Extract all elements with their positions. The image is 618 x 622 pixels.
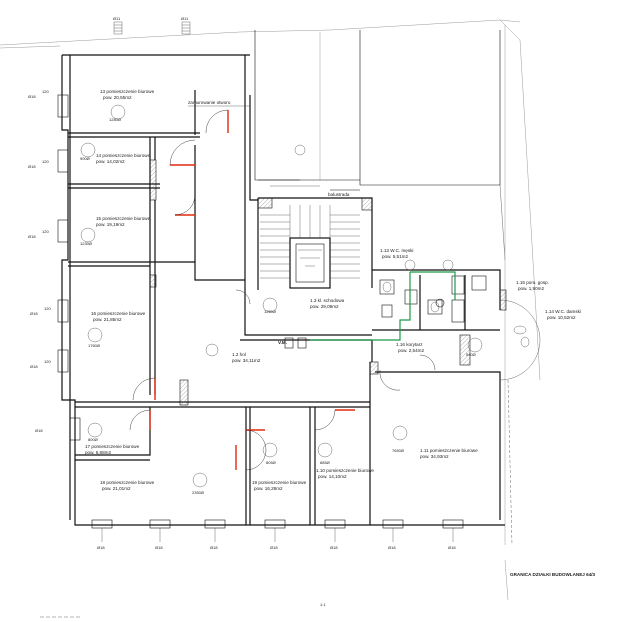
- window-tag: Ø18: [330, 545, 338, 550]
- window-tag: Ø18: [210, 545, 218, 550]
- room-17-label: 17 pomieszczenie biurowe: [85, 444, 140, 449]
- window-tag: Ø18: [97, 545, 105, 550]
- room-114-area: pow. 10,52m2: [547, 315, 576, 320]
- room-13k-area: pow. 29,09m2: [310, 304, 339, 309]
- svg-text:805Ø: 805Ø: [266, 460, 276, 465]
- sanitary-fixtures: [284, 275, 541, 381]
- sill-tag: 120: [42, 229, 49, 234]
- svg-text:900Ø: 900Ø: [80, 156, 90, 161]
- room-115-area: pow. 1,90m2: [518, 286, 544, 291]
- svg-text:7650Ø: 7650Ø: [392, 448, 404, 453]
- doors: [129, 109, 436, 471]
- room-110-area: pow. 14,10m2: [318, 474, 347, 479]
- note-scale: 1:1: [320, 602, 326, 607]
- room-116-label: 1.16 korytarz: [396, 342, 423, 347]
- room-111-area: pow. 34,93m2: [420, 454, 449, 459]
- room-19-label: 19 pomieszczenie biurowe: [252, 480, 307, 485]
- room-116-area: pow. 2,54m2: [398, 348, 424, 353]
- sill-tag: 120: [44, 306, 51, 311]
- room-15-label: 15 pomieszczenie biurowe: [96, 216, 151, 221]
- svg-text:1760Ø: 1760Ø: [88, 343, 100, 348]
- window-tag: Ø18: [30, 364, 38, 369]
- svg-text:1230Ø: 1230Ø: [80, 241, 92, 246]
- window-tag: Ø18: [28, 94, 36, 99]
- room-15-area: pow. 19,19m2: [96, 222, 125, 227]
- note-plot-boundary: GRANICA DZIAŁKI BUDOWLANEJ 64/3: [510, 572, 596, 577]
- svg-text:1280Ø: 1280Ø: [109, 117, 121, 122]
- sill-tag: 120: [42, 89, 49, 94]
- window-tag: Ø18: [155, 545, 163, 550]
- room-18-label: 18 pomieszczenie biurowe: [100, 480, 155, 485]
- room-13k-label: 1.3 kl. schodowa: [310, 298, 345, 303]
- svg-text:885Ø: 885Ø: [320, 460, 330, 465]
- room-14-area: pow. 14,02m2: [96, 159, 125, 164]
- svg-text:2350Ø: 2350Ø: [192, 490, 204, 495]
- room-16-area: pow. 21,85m2: [93, 317, 122, 322]
- room-14-label: 14 pomieszczenie biurowe: [96, 153, 151, 158]
- room-114-label: 1.14 W.C. damski: [545, 309, 581, 314]
- pipe-run: [310, 271, 456, 341]
- chimney-tag-1: Ø11: [113, 16, 121, 21]
- room-17-area: pow. 6,88m2: [85, 450, 111, 455]
- room-13-area: pow. 20,55m2: [103, 95, 132, 100]
- circle-tags: 1280Ø 900Ø 1230Ø 1760Ø 800Ø 2350Ø 805Ø 1…: [80, 104, 483, 495]
- sill-tag: 120: [44, 359, 51, 364]
- plot-boundary: [40, 379, 513, 618]
- window-tag: Ø18: [448, 545, 456, 550]
- note-balustrade: balustrada: [328, 192, 350, 197]
- svg-text:800Ø: 800Ø: [88, 437, 98, 442]
- room-19-area: pow. 16,28m2: [254, 486, 283, 491]
- room-110-label: 1.10 pomieszczenie biurowe: [316, 468, 374, 473]
- window-tag: Ø18: [35, 428, 43, 433]
- room-18-area: pow. 21,01m2: [102, 486, 131, 491]
- room-115-label: 1.15 pom. gosp.: [516, 280, 549, 285]
- chimney-tag-2: Ø11: [181, 16, 189, 21]
- window-tag: Ø18: [30, 311, 38, 316]
- room-12-label: 1.2 hol: [232, 352, 246, 357]
- sill-tag: 120: [42, 159, 49, 164]
- room-113-area: pow. 5,51m2: [382, 254, 408, 259]
- window-tag: Ø18: [28, 164, 36, 169]
- note-zamurowanie: zamurowanie otworu: [188, 100, 231, 105]
- window-tag: Ø18: [270, 545, 278, 550]
- note-vm: V.M.: [278, 340, 287, 345]
- svg-text:540Ø: 540Ø: [466, 352, 476, 357]
- room-13-label: 13 pomieszczenie biurowe: [100, 89, 155, 94]
- room-12-area: pow. 34,11m2: [232, 358, 261, 363]
- room-113-label: 1.13 W.C. męski: [380, 248, 413, 253]
- room-labels: 13 pomieszczenie biurowe pow. 20,55m2 14…: [85, 89, 581, 491]
- window-tags: Ø18 Ø18 Ø18 Ø18 Ø18 Ø18 Ø18 Ø18 Ø18 Ø18 …: [28, 89, 456, 550]
- room-111-label: 1.11 pomieszczenie biurowe: [420, 448, 478, 453]
- room-16-label: 16 pomieszczenie biurowe: [91, 311, 146, 316]
- chimney-marks: Ø11 Ø11: [113, 16, 191, 35]
- svg-text:1250Ø: 1250Ø: [264, 309, 276, 314]
- annotations: zamurowanie otworu balustrada V.M. GRANI…: [188, 100, 596, 607]
- windows: [57, 94, 464, 542]
- window-tag: Ø18: [388, 545, 396, 550]
- staircase: [258, 179, 360, 289]
- window-tag: Ø18: [28, 234, 36, 239]
- context-outline: [0, 19, 541, 545]
